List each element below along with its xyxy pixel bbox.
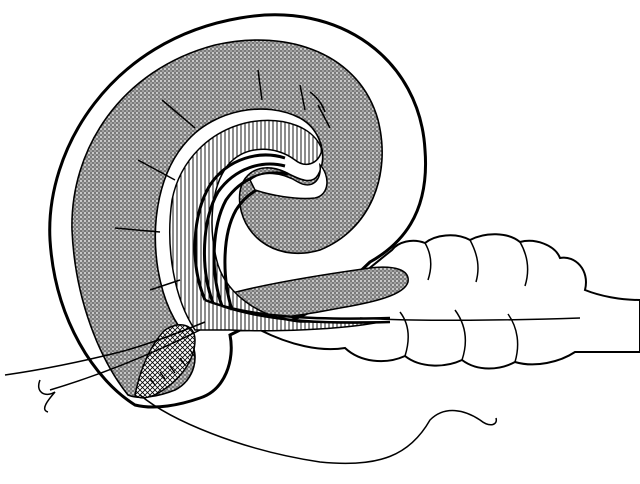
- ligament-line: [140, 395, 496, 463]
- nerve-strand-curl: [39, 380, 55, 412]
